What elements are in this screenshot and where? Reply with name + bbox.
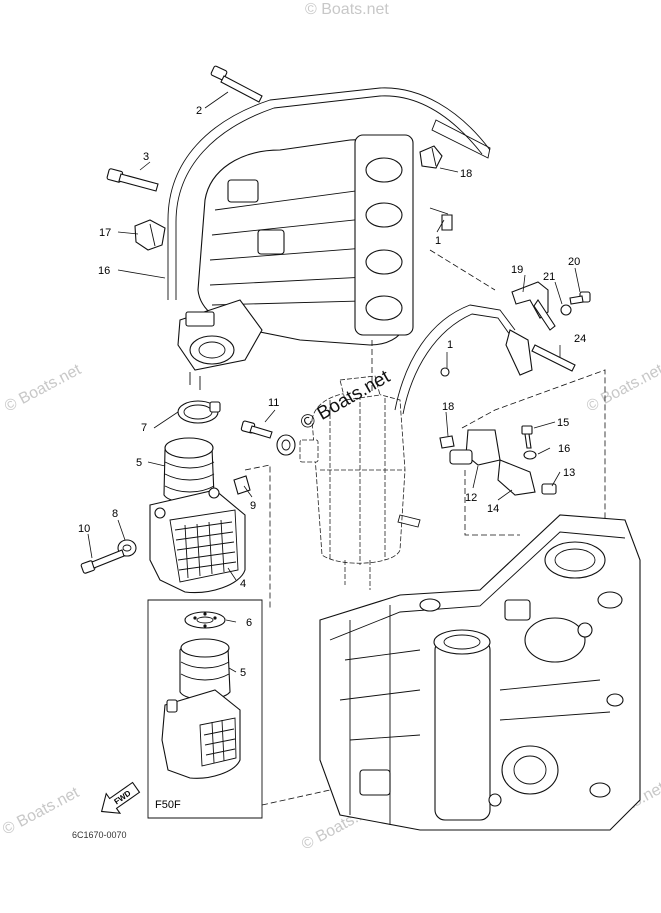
callout-17: 16 — [98, 265, 110, 277]
callout-10: 10 — [78, 523, 90, 535]
callout-labels: 2 3 17 16 18 1 19 21 20 24 1 18 15 16 13… — [78, 105, 586, 679]
callout-5-inset: 5 — [240, 667, 246, 679]
clamp-ring — [177, 400, 221, 424]
watermark-left: © Boats.net — [2, 361, 84, 416]
bolt-medium — [106, 168, 159, 192]
callout-16: 16 — [558, 443, 570, 455]
callout-13: 13 — [563, 467, 575, 479]
callout-18: 17 — [99, 227, 111, 239]
watermark-top: © Boats.net — [305, 1, 389, 18]
callout-23: 21 — [543, 271, 555, 283]
callout-22: 20 — [568, 256, 580, 268]
bolt-vst — [240, 420, 296, 456]
drawing-code: 6C1670-0070 — [72, 830, 127, 840]
callout-1-upper: 1 — [435, 235, 441, 247]
sensor-assembly — [439, 425, 557, 496]
callout-14: 14 — [487, 503, 499, 515]
engine-block — [319, 514, 641, 831]
bolt-long — [210, 65, 263, 103]
watermark-bottom-left: © Boats.net — [0, 784, 82, 839]
silencer-mesh — [174, 519, 237, 579]
intake-manifold — [177, 134, 414, 390]
vapor-separator — [299, 375, 421, 590]
callout-11: 11 — [268, 397, 279, 409]
callout-6: 6 — [246, 617, 252, 629]
hose-clip — [419, 145, 443, 169]
callout-7: 7 — [141, 422, 147, 434]
hose-clamp — [134, 219, 166, 251]
callout-21: 19 — [511, 264, 523, 276]
callout-15: 15 — [557, 417, 569, 429]
callout-4: 4 — [240, 578, 246, 590]
hose-assembly — [167, 87, 491, 300]
variant-label: F50F — [155, 799, 181, 811]
mount-hardware — [80, 475, 251, 574]
callout-12: 12 — [465, 492, 477, 504]
callout-8: 8 — [112, 508, 118, 520]
callout-20: 18 — [442, 401, 454, 413]
callout-3: 3 — [143, 151, 149, 163]
callout-19: 18 — [460, 168, 472, 180]
watermark-right: © Boats.net — [584, 361, 661, 416]
bracket-assembly — [511, 281, 591, 372]
fuel-line — [394, 304, 533, 415]
callout-9: 9 — [250, 500, 256, 512]
callout-5-upper: 5 — [136, 457, 142, 469]
callout-24: 24 — [574, 333, 586, 345]
variant-inset — [147, 599, 263, 819]
fwd-arrow: FWD — [100, 781, 141, 814]
intake-silencer — [149, 487, 246, 594]
bolt-small — [441, 214, 453, 231]
leader-lines — [87, 91, 606, 806]
callout-1-lower: 1 — [447, 339, 453, 351]
callout-2: 2 — [196, 105, 202, 117]
